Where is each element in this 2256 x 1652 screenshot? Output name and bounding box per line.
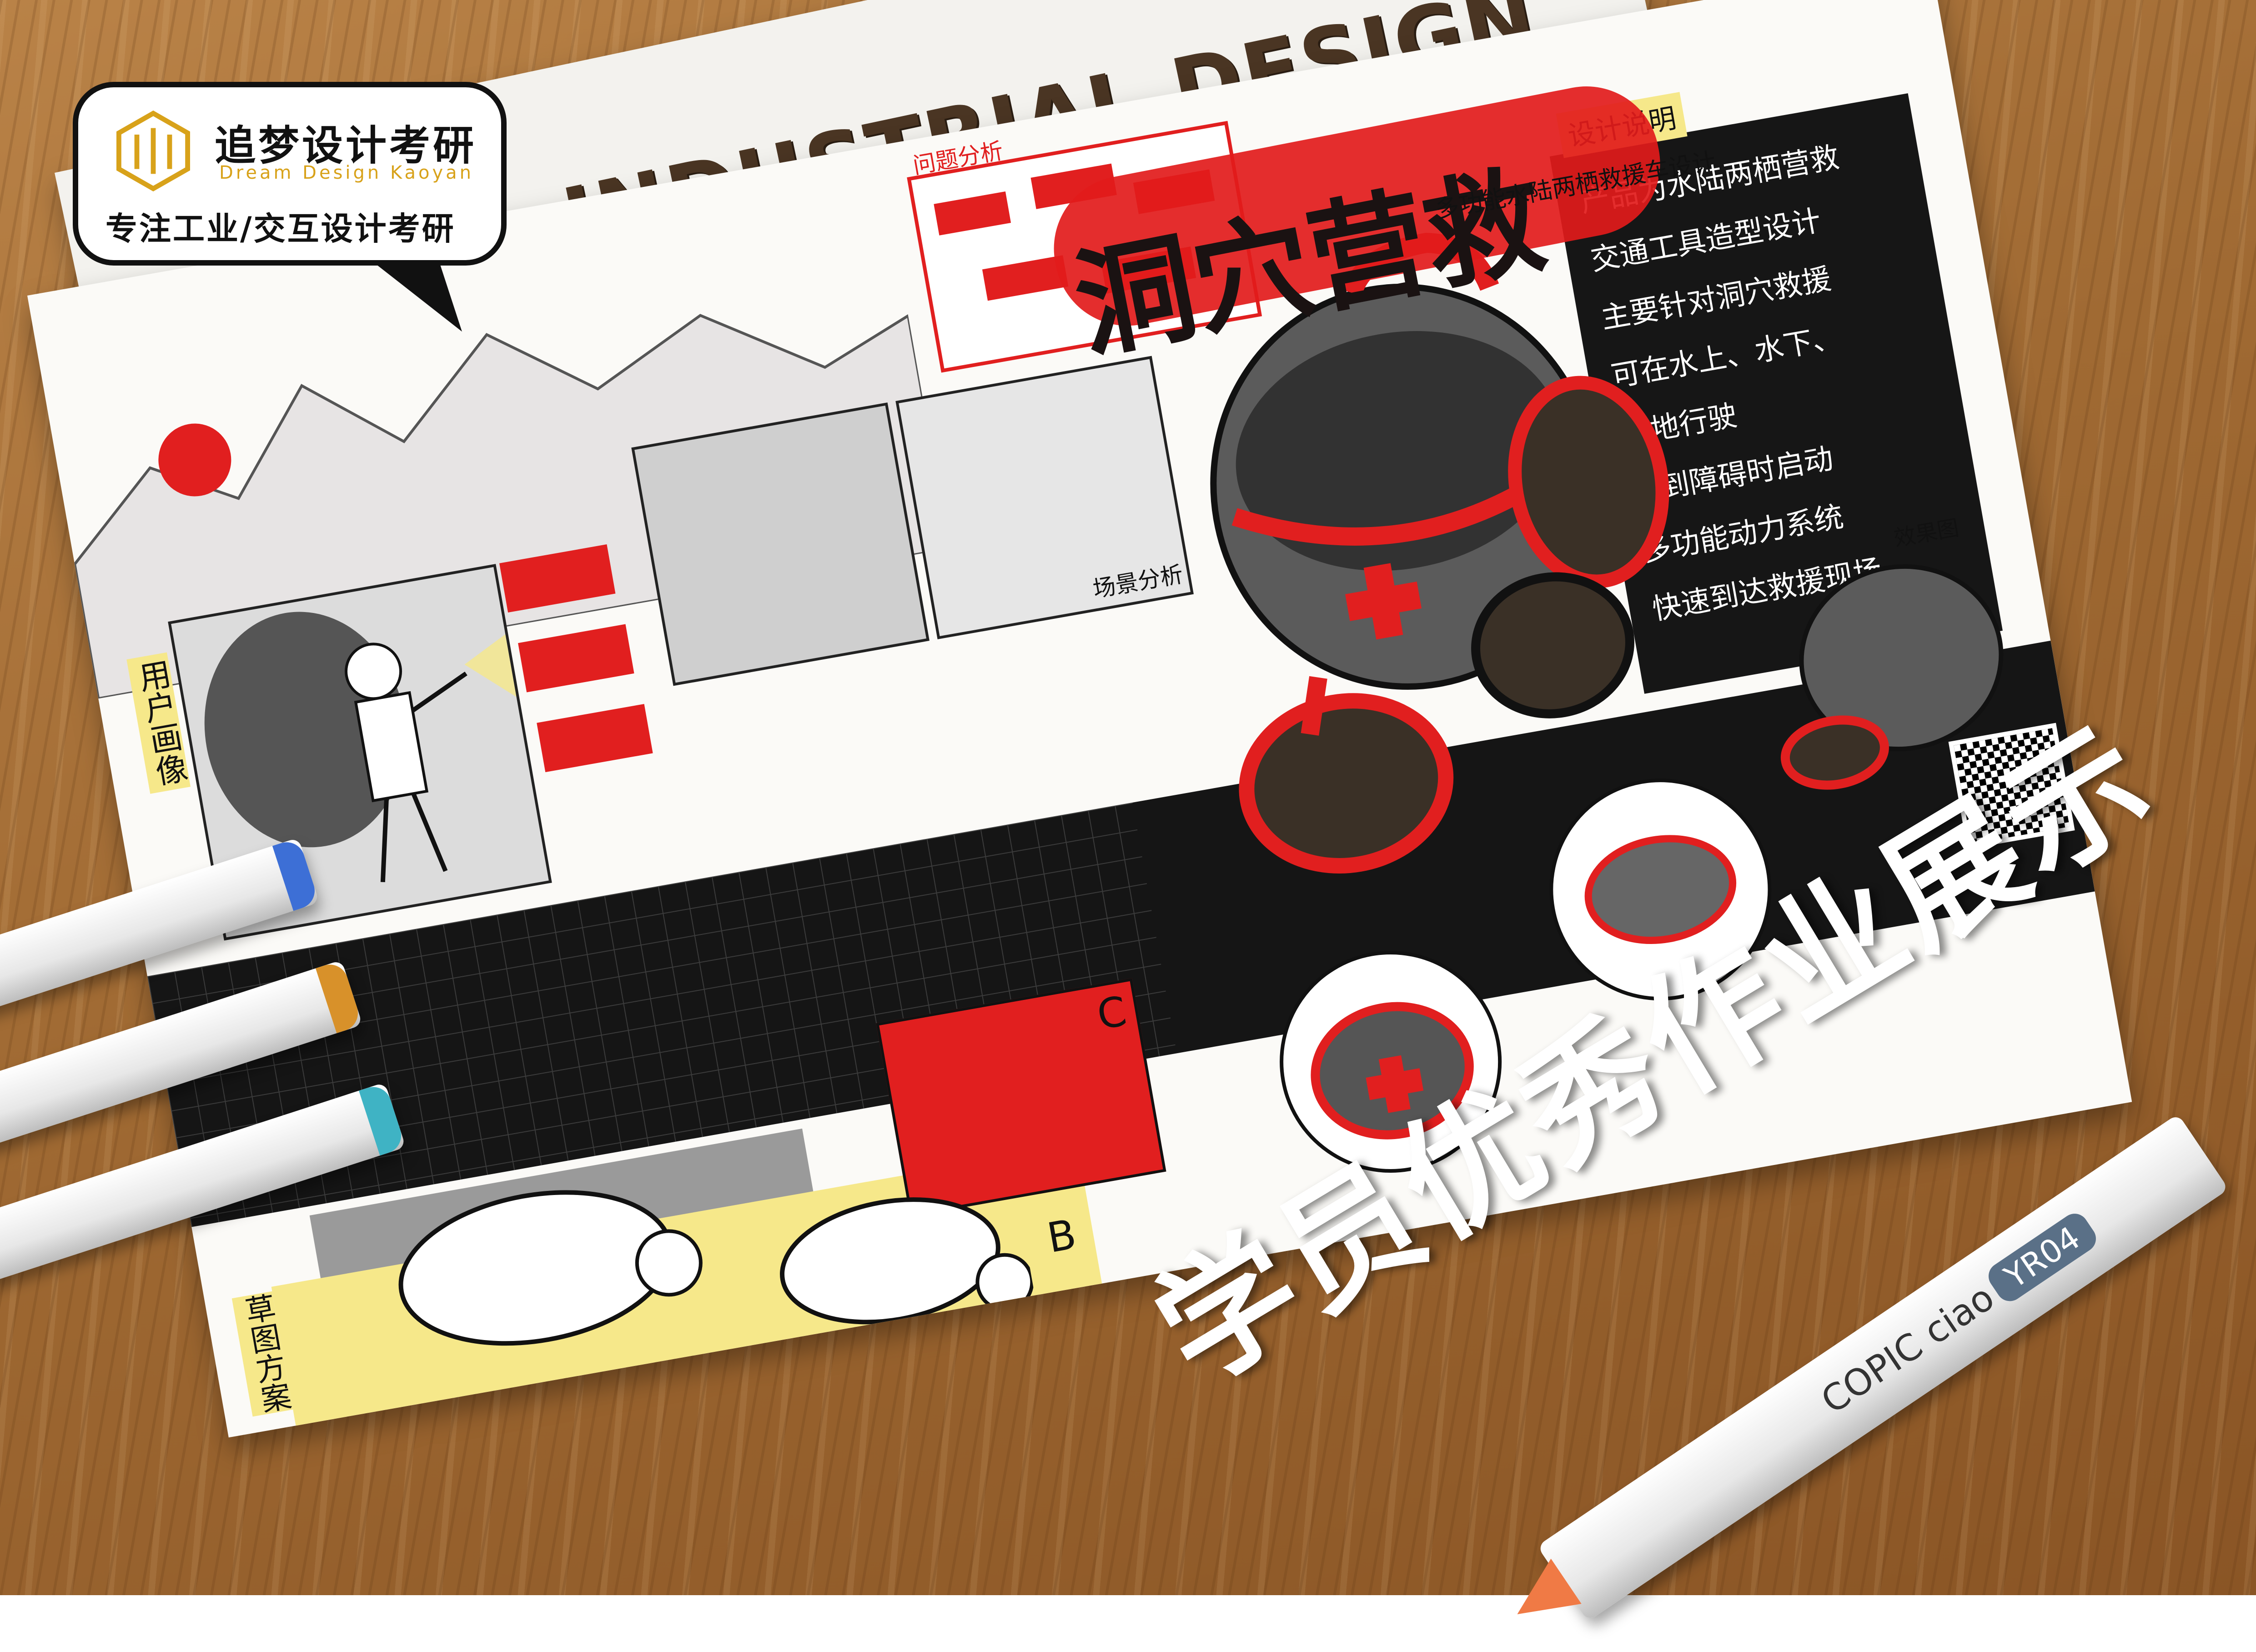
persona-tag-3: [537, 704, 653, 773]
final-view-side: [1549, 778, 1772, 1001]
brand-speech-bubble: 追梦设计考研 Dream Design Kaoyan 专注工业/交互设计考研: [73, 82, 507, 266]
brand-logo-icon: [116, 110, 190, 192]
pod-sketch: [780, 1197, 1034, 1325]
problem-note-1: [934, 191, 1011, 236]
sketch-letter-c: C: [1093, 987, 1130, 1039]
persona-tag-2: [518, 624, 634, 693]
final-view-front: [1280, 950, 1502, 1173]
brand-name-en: Dream Design Kaoyan: [219, 162, 474, 183]
problem-label: 问题分析: [911, 137, 1005, 179]
boat-sketch: [398, 1190, 703, 1346]
brand-name-cn: 追梦设计考研: [215, 122, 477, 170]
scenario-panel-1: [631, 402, 930, 686]
user-portrait-panel: 用户画像: [126, 564, 552, 941]
small-vehicle-view: [1780, 564, 2004, 790]
explorer-figure-sketch: [204, 612, 517, 883]
brand-tagline: 专注工业/交互设计考研: [106, 210, 456, 247]
design-poster: 用户画像 场景分析 问题分析 设计说明 产品为水陆两栖营救 交通工具造: [27, 0, 2132, 1438]
